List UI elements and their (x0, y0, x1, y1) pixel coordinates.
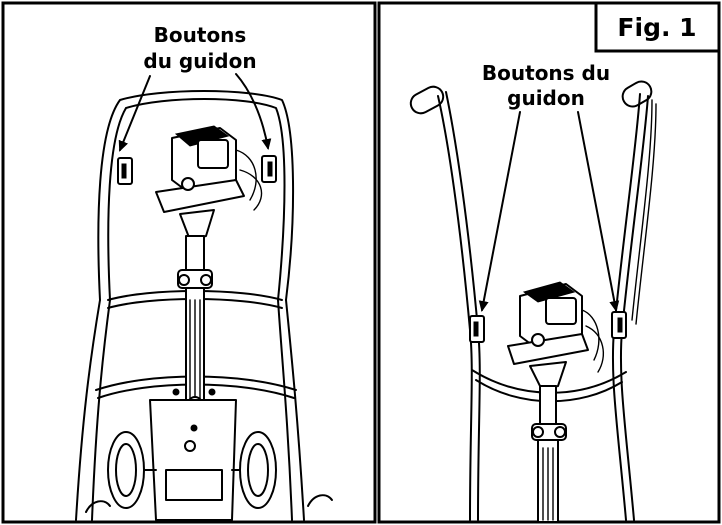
right-panel: Fig. 1 Boutons du guidon (377, 1, 721, 524)
left-handle-button-left (117, 157, 133, 185)
left-foot-grip-right (307, 494, 333, 507)
left-label-line1: Boutons (154, 23, 247, 47)
left-wheel-left (107, 431, 157, 509)
right-motor (507, 281, 605, 373)
right-label-line1: Boutons du (482, 61, 610, 85)
right-arrow-to-left-button (478, 111, 521, 312)
left-base (149, 388, 237, 521)
right-handle-button-left (469, 315, 485, 343)
right-arrow-to-right-button (577, 111, 620, 312)
left-arrow-to-left-button (118, 75, 151, 152)
right-handle-button-right (611, 311, 627, 339)
left-arrow-to-right-button (235, 73, 272, 150)
figure-label: Fig. 1 (617, 13, 696, 42)
figure-label-box (594, 1, 721, 53)
right-shaft (529, 361, 567, 523)
left-handle-button-right (261, 155, 277, 183)
left-wheel-right (231, 431, 277, 509)
left-panel: Boutons du guidon (1, 1, 377, 524)
left-label-line2: du guidon (143, 49, 256, 73)
left-shaft (177, 209, 215, 412)
right-label-line2: guidon (507, 86, 585, 110)
left-foot-grip-left (85, 500, 111, 513)
left-motor (155, 125, 263, 213)
